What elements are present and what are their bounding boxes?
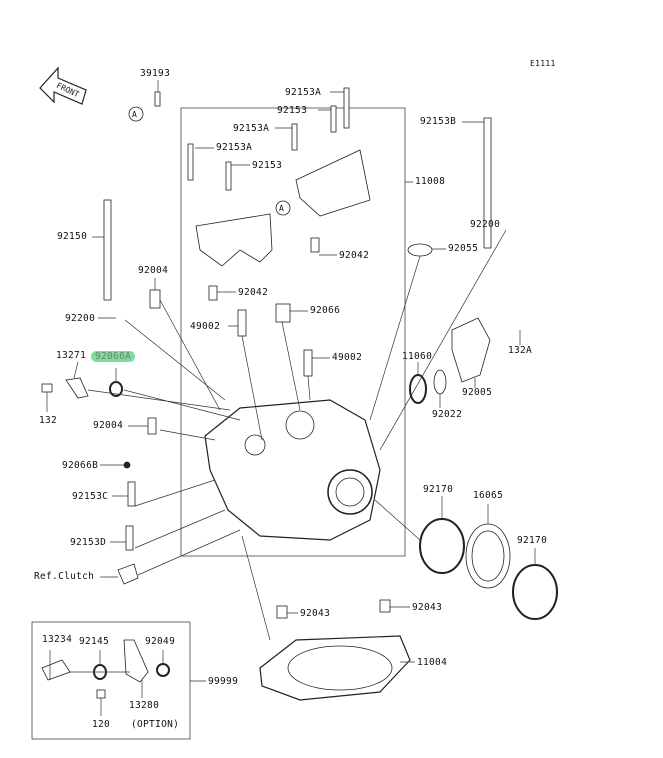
ref-a-circle xyxy=(275,200,291,216)
part-label-92066b[interactable]: 92066B xyxy=(62,460,99,471)
part-label-49002-r[interactable]: 49002 xyxy=(332,352,363,363)
bolt-shape xyxy=(225,161,232,191)
ref-clutch-label[interactable]: Ref.Clutch xyxy=(34,571,95,582)
bolt-shape xyxy=(330,105,337,133)
part-label-13280[interactable]: 13280 xyxy=(129,700,160,711)
part-label-92153b[interactable]: 92153B xyxy=(420,116,457,127)
part-label-49002-l[interactable]: 49002 xyxy=(190,321,221,332)
bolt-shape xyxy=(147,417,157,435)
part-label-92170-2[interactable]: 92170 xyxy=(517,535,548,546)
bolt-shape xyxy=(379,599,391,613)
bolt-shape xyxy=(103,199,112,301)
bolt-shape xyxy=(41,383,53,393)
ref-marker-a: A xyxy=(132,110,138,119)
part-label-92153-2[interactable]: 92153 xyxy=(252,160,283,171)
diagram-code: E1111 xyxy=(530,59,556,68)
part-label-39193[interactable]: 39193 xyxy=(140,68,171,79)
bolt-shape xyxy=(275,303,291,323)
part-label-92043-l[interactable]: 92043 xyxy=(300,608,331,619)
bolt-shape xyxy=(154,91,161,107)
part-label-92200-r[interactable]: 92200 xyxy=(470,219,501,230)
part-label-13234[interactable]: 13234 xyxy=(42,634,73,645)
part-label-92145[interactable]: 92145 xyxy=(79,636,110,647)
part-label-92004-2[interactable]: 92004 xyxy=(93,420,124,431)
bolt-shape xyxy=(343,87,350,129)
part-label-92055[interactable]: 92055 xyxy=(448,243,479,254)
bolt-shape xyxy=(96,689,106,699)
part-label-16065[interactable]: 16065 xyxy=(473,490,504,501)
part-label-132a[interactable]: 132A xyxy=(508,345,533,356)
part-label-92004-1[interactable]: 92004 xyxy=(138,265,169,276)
bolt-shape xyxy=(125,525,134,551)
bolt-shape xyxy=(310,237,320,253)
option-label: (OPTION) xyxy=(131,719,180,730)
ref-marker-a: A xyxy=(279,204,285,213)
part-label-92153-1[interactable]: 92153 xyxy=(277,105,308,116)
bolt-parts xyxy=(41,87,492,699)
part-label-92005[interactable]: 92005 xyxy=(462,387,493,398)
bolt-shape xyxy=(303,349,313,377)
part-shapes xyxy=(41,149,511,683)
part-label-132[interactable]: 132 xyxy=(39,415,58,426)
part-label-92066[interactable]: 92066 xyxy=(310,305,341,316)
cylinder-head-group-outline xyxy=(180,107,406,557)
part-label-11060[interactable]: 11060 xyxy=(402,351,433,362)
part-label-92042-r[interactable]: 92042 xyxy=(339,250,370,261)
part-label-92153a-1[interactable]: 92153A xyxy=(285,87,322,98)
part-label-11008[interactable]: 11008 xyxy=(415,176,446,187)
part-label-92153c[interactable]: 92153C xyxy=(72,491,109,502)
part-label-92042-l[interactable]: 92042 xyxy=(238,287,269,298)
part-label-92043-r[interactable]: 92043 xyxy=(412,602,443,613)
part-label-92066a[interactable]: 92066A xyxy=(91,351,136,362)
part-label-92153d[interactable]: 92153D xyxy=(70,537,107,548)
part-label-99999[interactable]: 99999 xyxy=(208,676,239,687)
bolt-shape xyxy=(127,481,136,507)
part-label-11004[interactable]: 11004 xyxy=(417,657,448,668)
part-label-92150[interactable]: 92150 xyxy=(57,231,88,242)
part-label-92022[interactable]: 92022 xyxy=(432,409,463,420)
option-box-outline xyxy=(31,621,191,740)
part-label-92170-1[interactable]: 92170 xyxy=(423,484,454,495)
bolt-shape xyxy=(276,605,288,619)
part-label-120[interactable]: 120 xyxy=(92,719,111,730)
bolt-shape xyxy=(187,143,194,181)
leader-lines xyxy=(46,80,536,716)
part-label-92049[interactable]: 92049 xyxy=(145,636,176,647)
part-label-92153a-3[interactable]: 92153A xyxy=(216,142,253,153)
ref-a-circle xyxy=(128,106,144,122)
part-label-92200-l[interactable]: 92200 xyxy=(65,313,96,324)
bolt-shape xyxy=(237,309,247,337)
part-label-92153a-2[interactable]: 92153A xyxy=(233,123,270,134)
bolt-shape xyxy=(149,289,161,309)
part-label-13271[interactable]: 13271 xyxy=(56,350,87,361)
bolt-shape xyxy=(291,123,298,151)
bolt-shape xyxy=(208,285,218,301)
bolt-shape xyxy=(483,117,492,249)
front-arrow-icon: FRONT xyxy=(39,66,87,105)
